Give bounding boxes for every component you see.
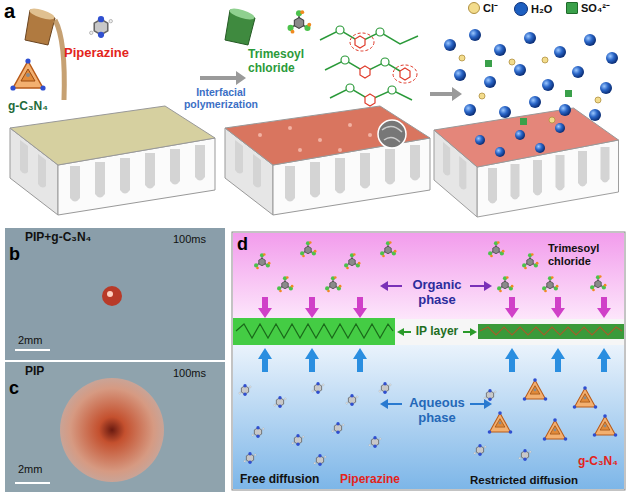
photo-panel: PIP 100ms 2mm (5, 362, 225, 492)
figure-label: Piperazine (340, 473, 400, 487)
legend-swatch (566, 2, 578, 14)
legend-item: H₂O (514, 2, 552, 16)
figure-label: Organic phase (396, 278, 478, 308)
legend-swatch (514, 2, 528, 16)
panel-label: 100ms (173, 233, 206, 246)
panel-label: 2mm (18, 463, 42, 476)
figure-label: Trimesoyl chloride (248, 48, 310, 76)
legend-text: SO₄²⁻ (581, 2, 610, 15)
figure-label: Trimesoyl chloride (548, 242, 624, 267)
panel-label: 2mm (18, 334, 42, 347)
legend-text: Cl⁻ (483, 2, 498, 15)
figure-label: Restricted diffusion (470, 474, 578, 487)
figure-label: c (9, 378, 19, 399)
figure-label: g-C₃N₄ (8, 100, 48, 114)
panel-label: 100ms (173, 367, 206, 380)
figure-label: Interfacial polymerization (181, 86, 261, 110)
legend-item: Cl⁻ (468, 2, 498, 15)
panel-label: PIP+g-C₃N₄ (25, 231, 91, 245)
figure-label: Piperazine (64, 46, 129, 61)
figure-label: a (4, 0, 15, 23)
legend-text: H₂O (531, 3, 552, 16)
figure-label: IP layer (396, 325, 478, 339)
figure-label: b (9, 244, 20, 265)
figure-label: Aqueous phase (396, 396, 478, 426)
figure-label: g-C₃N₄ (578, 455, 618, 469)
panel-label: PIP (25, 365, 44, 379)
figure-label: Free diffusion (240, 473, 319, 487)
legend-item: SO₄²⁻ (566, 2, 610, 15)
legend-swatch (468, 2, 480, 14)
figure-label: d (237, 234, 248, 255)
photo-panel: PIP+g-C₃N₄ 100ms 2mm (5, 228, 225, 360)
